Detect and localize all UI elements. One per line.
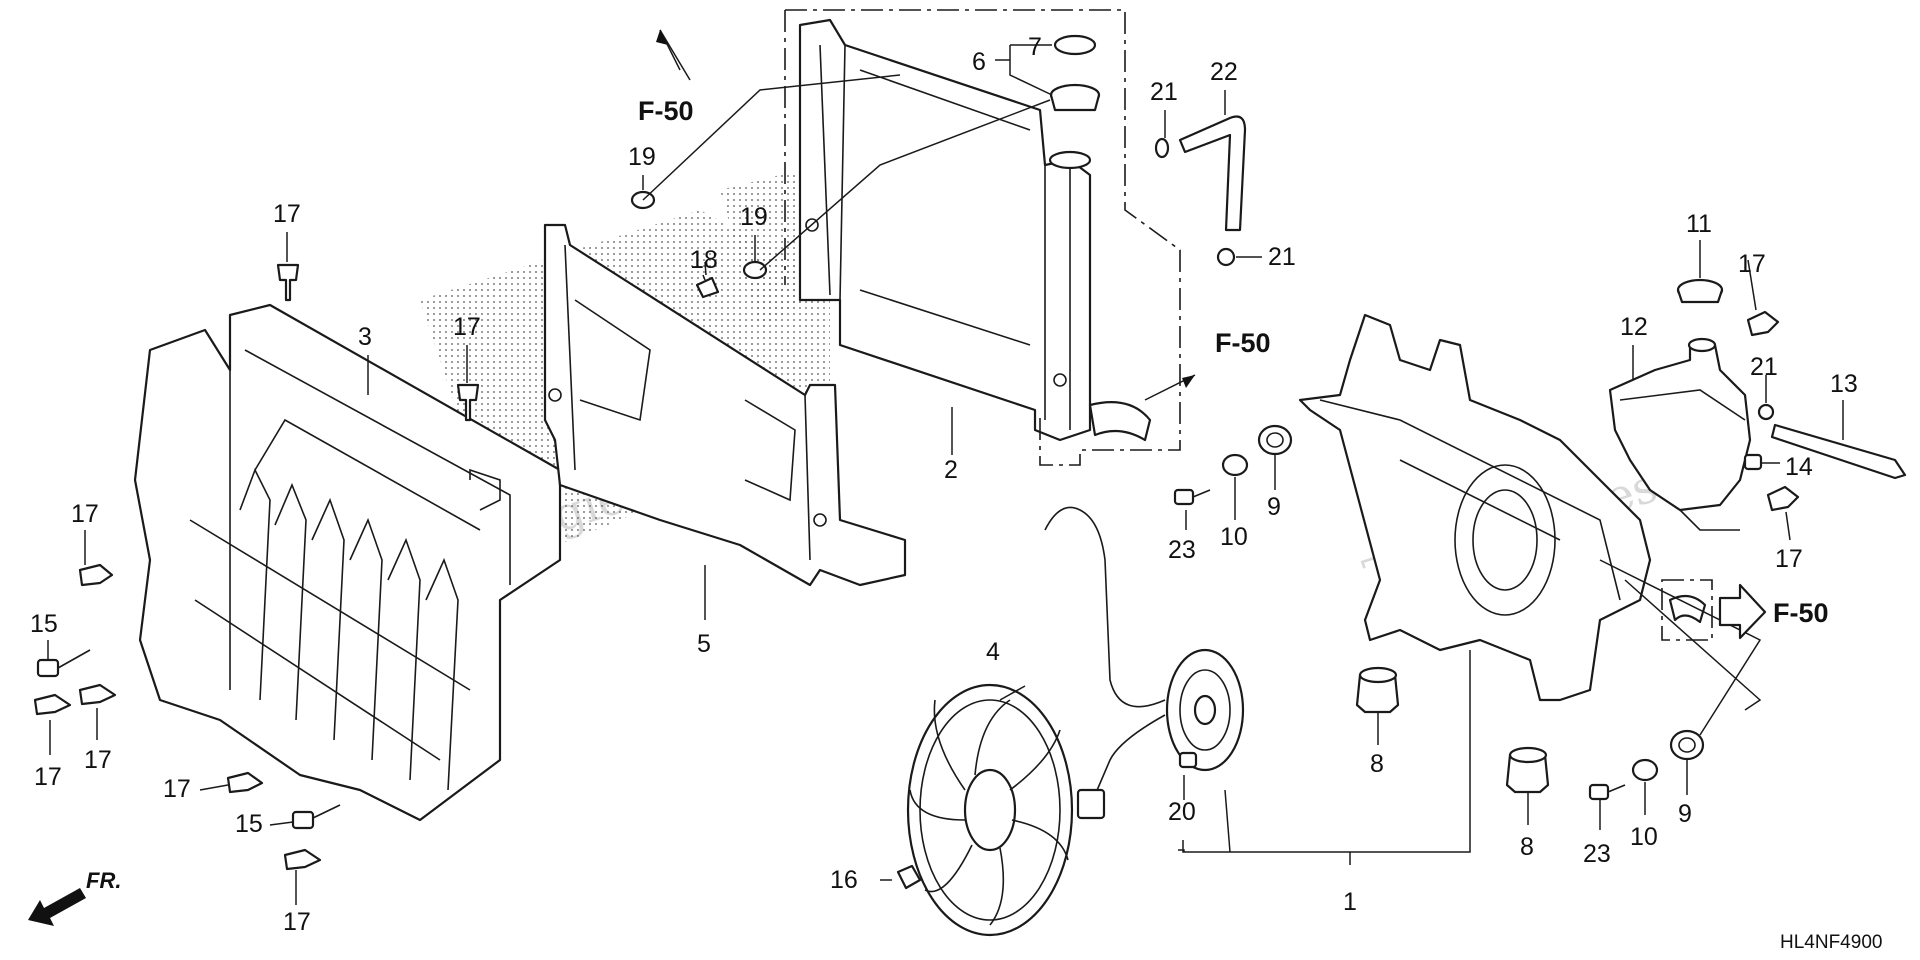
nut-19-right bbox=[742, 260, 768, 280]
callout-12: 12 bbox=[1620, 313, 1648, 341]
hose-clip-lower bbox=[1216, 247, 1236, 267]
hose-clip-upper bbox=[1154, 137, 1170, 159]
ref-label-top: F-50 bbox=[638, 96, 694, 126]
clip-17-right-upper bbox=[1746, 310, 1780, 337]
ref-label-reserve: F-50 bbox=[1773, 598, 1829, 628]
callout-21-lower: 21 bbox=[1268, 243, 1296, 271]
bolt-14 bbox=[1743, 453, 1763, 471]
grommet-8-lower bbox=[1505, 746, 1550, 794]
callout-2: 2 bbox=[944, 456, 958, 484]
fan-motor-wire bbox=[1044, 506, 1166, 708]
callout-9-upper: 9 bbox=[1267, 493, 1281, 521]
callout-15-left: 15 bbox=[30, 610, 58, 638]
bolt-15-bottom bbox=[291, 804, 341, 830]
bolt-23-upper bbox=[1173, 488, 1211, 506]
grommet-9-lower bbox=[1669, 729, 1705, 761]
bolt-15-left bbox=[36, 649, 91, 678]
svg-text:FR.: FR. bbox=[86, 868, 121, 893]
callout-17-center: 17 bbox=[453, 313, 481, 341]
callout-7: 7 bbox=[1028, 33, 1042, 61]
callout-18: 18 bbox=[690, 246, 718, 274]
reserve-tank bbox=[1608, 337, 1752, 531]
callout-17-left-lower-a: 17 bbox=[34, 763, 62, 791]
callout-22: 22 bbox=[1210, 58, 1238, 86]
dotted-area-radiator bbox=[720, 170, 820, 330]
callout-17-top-left: 17 bbox=[273, 200, 301, 228]
callout-17-bottom-b: 17 bbox=[283, 908, 311, 936]
callout-19-right: 19 bbox=[740, 203, 768, 231]
callout-21-upper: 21 bbox=[1150, 78, 1178, 106]
clip-17-center bbox=[456, 383, 480, 422]
callout-17-bottom-a: 17 bbox=[163, 775, 191, 803]
front-direction-arrow: FR. bbox=[28, 868, 121, 926]
radiator-group-boundary bbox=[785, 9, 1181, 466]
callout-16: 16 bbox=[830, 866, 858, 894]
radiator-screen bbox=[543, 223, 907, 587]
reserve-tank-cap bbox=[1676, 278, 1724, 304]
callout-23-lower: 23 bbox=[1583, 840, 1611, 868]
hose-clip-reserve bbox=[1757, 403, 1775, 421]
callout-17-left-upper: 17 bbox=[71, 500, 99, 528]
bolt-23-lower bbox=[1588, 783, 1626, 801]
reserve-tank-tube bbox=[1770, 423, 1907, 480]
nut-16 bbox=[896, 864, 922, 890]
callout-3: 3 bbox=[358, 323, 372, 351]
callout-4: 4 bbox=[986, 638, 1000, 666]
clip-17-top-left bbox=[276, 263, 300, 302]
air-guide-shroud bbox=[133, 303, 562, 822]
callout-9-lower: 9 bbox=[1678, 800, 1692, 828]
overflow-hose bbox=[1178, 115, 1247, 232]
reference-clip bbox=[1661, 579, 1713, 641]
callout-8-upper: 8 bbox=[1370, 750, 1384, 778]
callout-8-lower: 8 bbox=[1520, 833, 1534, 861]
callout-13: 13 bbox=[1830, 370, 1858, 398]
leader-lines bbox=[47, 44, 1844, 905]
ref-label-right: F-50 bbox=[1215, 328, 1271, 358]
ref-arrow-right bbox=[1144, 374, 1196, 401]
clip-17-bottom-a bbox=[226, 771, 264, 794]
ref-arrow-top bbox=[656, 29, 691, 81]
diagram-code: HL4NF4900 bbox=[1780, 932, 1882, 953]
grommet-9-upper bbox=[1257, 424, 1293, 456]
fan-shroud bbox=[1298, 313, 1652, 702]
clip-17-right-lower bbox=[1766, 485, 1800, 512]
radiator-cap-seal bbox=[1053, 34, 1097, 56]
callout-5: 5 bbox=[697, 630, 711, 658]
callout-20: 20 bbox=[1168, 798, 1196, 826]
callout-17-left-lower-b: 17 bbox=[84, 746, 112, 774]
grommet-8-upper bbox=[1355, 666, 1400, 714]
clip-17-left-lower-a bbox=[33, 693, 72, 716]
washer-10-upper bbox=[1221, 453, 1249, 477]
callout-6: 6 bbox=[972, 48, 986, 76]
callout-1: 1 bbox=[1343, 888, 1357, 916]
callout-17-right-lower: 17 bbox=[1775, 545, 1803, 573]
radiator-cap bbox=[1049, 83, 1101, 112]
callout-10-upper: 10 bbox=[1220, 523, 1248, 551]
callout-23-upper: 23 bbox=[1168, 536, 1196, 564]
callout-19-left: 19 bbox=[628, 143, 656, 171]
clip-17-bottom-b bbox=[283, 848, 322, 871]
callout-14: 14 bbox=[1785, 453, 1813, 481]
clip-17-left-lower-b bbox=[78, 683, 117, 706]
ref-arrow-reserve bbox=[1718, 583, 1767, 640]
callout-10-lower: 10 bbox=[1630, 823, 1658, 851]
callout-17-right-upper: 17 bbox=[1738, 250, 1766, 278]
callout-11: 11 bbox=[1686, 210, 1712, 238]
bolt-20 bbox=[1178, 751, 1198, 769]
callout-15-bottom: 15 bbox=[235, 810, 263, 838]
fan-motor-connector bbox=[1076, 788, 1106, 820]
callout-21-reserve: 21 bbox=[1750, 353, 1778, 381]
clip-17-left-upper bbox=[78, 563, 114, 587]
washer-10-lower bbox=[1631, 758, 1659, 782]
fan-motor-wire-lower bbox=[1094, 714, 1166, 796]
radiator bbox=[798, 18, 1152, 442]
fan-motor bbox=[1165, 648, 1245, 772]
nut-18 bbox=[695, 276, 720, 299]
cooling-fan bbox=[906, 683, 1074, 937]
